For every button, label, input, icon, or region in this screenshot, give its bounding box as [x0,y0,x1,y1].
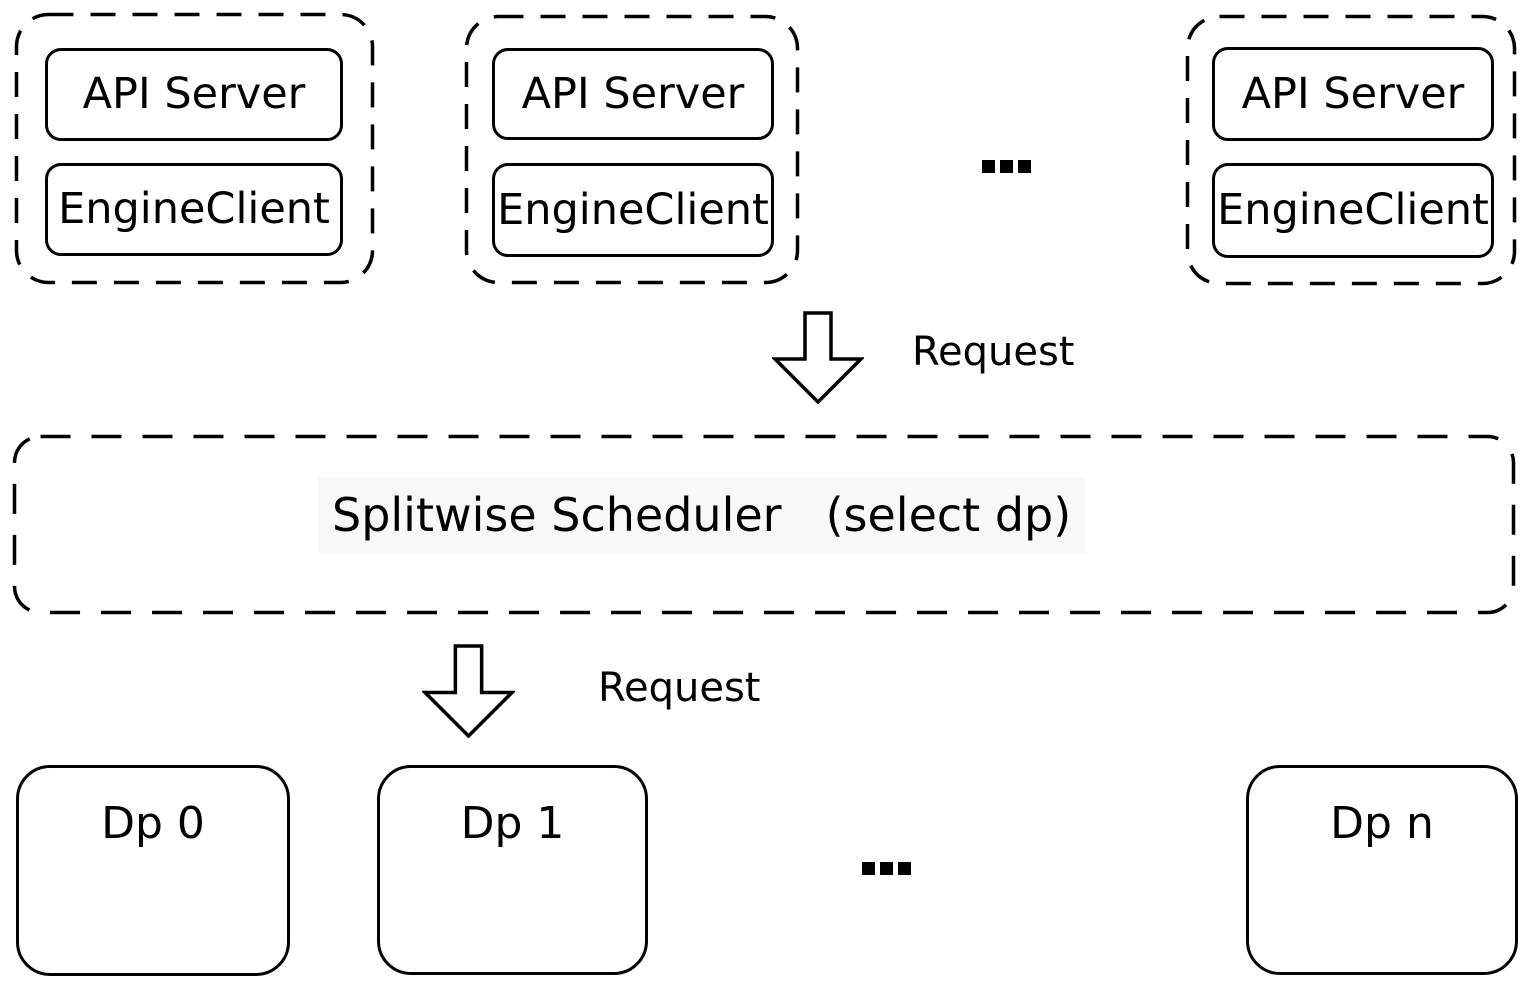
ellipsis-dot [1018,160,1031,173]
ellipsis-dot [982,160,995,173]
engine-client-label: EngineClient [1217,185,1489,235]
dashed-border [464,14,800,285]
engine-client-box: EngineClient [1212,163,1494,258]
api-server-box: API Server [45,48,343,141]
engine-client-box: EngineClient [45,163,343,256]
dp-1-label: Dp 1 [460,798,565,849]
scheduler-note: (select dp) [825,488,1072,542]
ellipsis-dot [1000,160,1013,173]
client-group-1: API Server EngineClient [14,12,375,285]
dashed-border [14,12,375,285]
dp-n-label: Dp n [1330,798,1434,849]
api-server-box: API Server [492,48,774,140]
dashed-border [1185,14,1517,286]
scheduler-box: Splitwise Scheduler (select dp) [12,434,1516,615]
request-label-1: Request [912,329,1075,375]
ellipsis-dot [880,862,893,875]
engine-client-label: EngineClient [497,184,769,235]
api-server-box: API Server [1212,47,1494,141]
down-arrow-2 [422,644,515,738]
api-server-label: API Server [82,69,306,119]
engine-client-label: EngineClient [58,184,330,234]
down-arrow-1 [772,311,864,404]
ellipsis-dot [862,862,875,875]
client-group-n: API Server EngineClient [1185,14,1517,286]
dp-n-box: Dp n [1246,765,1518,975]
client-group-2: API Server EngineClient [464,14,800,285]
api-server-label: API Server [521,68,745,119]
ellipsis-dot [898,862,911,875]
dp-1-box: Dp 1 [377,765,648,975]
request-label-2: Request [598,665,761,711]
engine-client-box: EngineClient [492,163,774,257]
ellipsis-top [982,160,1031,173]
api-server-label: API Server [1241,68,1465,119]
ellipsis-bottom [862,862,911,875]
dp-0-label: Dp 0 [101,798,205,849]
dp-0-box: Dp 0 [16,765,290,976]
scheduler-label-group: Splitwise Scheduler (select dp) [318,477,1086,553]
dashed-border [12,434,1516,615]
scheduler-title: Splitwise Scheduler [332,488,782,542]
